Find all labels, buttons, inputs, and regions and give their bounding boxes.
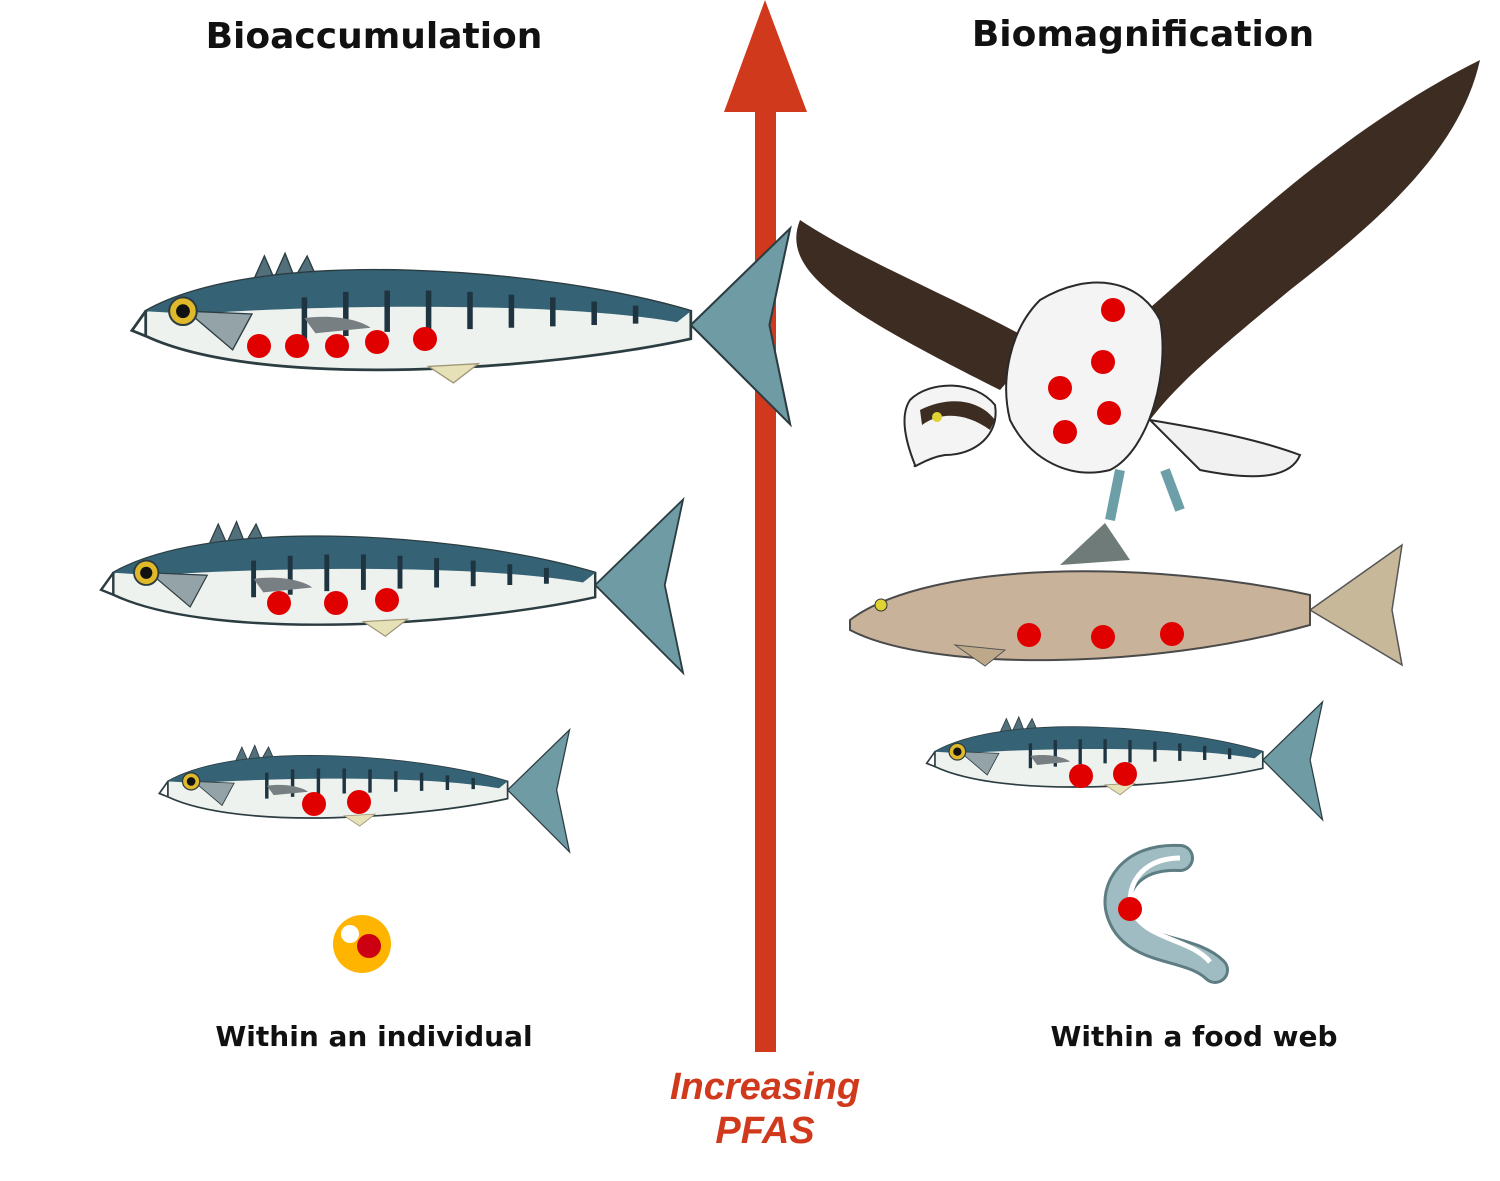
- medium-mackerel-icon: [101, 500, 683, 673]
- osprey-icon: [796, 60, 1480, 521]
- bioaccumulation-caption: Within an individual: [215, 1020, 533, 1053]
- salmon-icon: [849, 523, 1404, 667]
- increasing-pfas-label: Increasing PFAS: [670, 1066, 860, 1153]
- small-mackerel-icon: [157, 728, 572, 854]
- up-arrow-icon: [724, 0, 807, 1052]
- prey-mackerel-icon: [924, 700, 1325, 822]
- large-mackerel-icon: [132, 228, 790, 424]
- biomagnification-caption: Within a food web: [1050, 1020, 1338, 1053]
- bioaccumulation-heading: Bioaccumulation: [205, 16, 543, 57]
- pfas-label: PFAS: [715, 1109, 815, 1152]
- worm-icon: [1103, 843, 1229, 984]
- cell-icon: [333, 915, 391, 973]
- increasing-label: Increasing: [669, 1066, 861, 1108]
- biomagnification-heading: Biomagnification: [971, 14, 1315, 55]
